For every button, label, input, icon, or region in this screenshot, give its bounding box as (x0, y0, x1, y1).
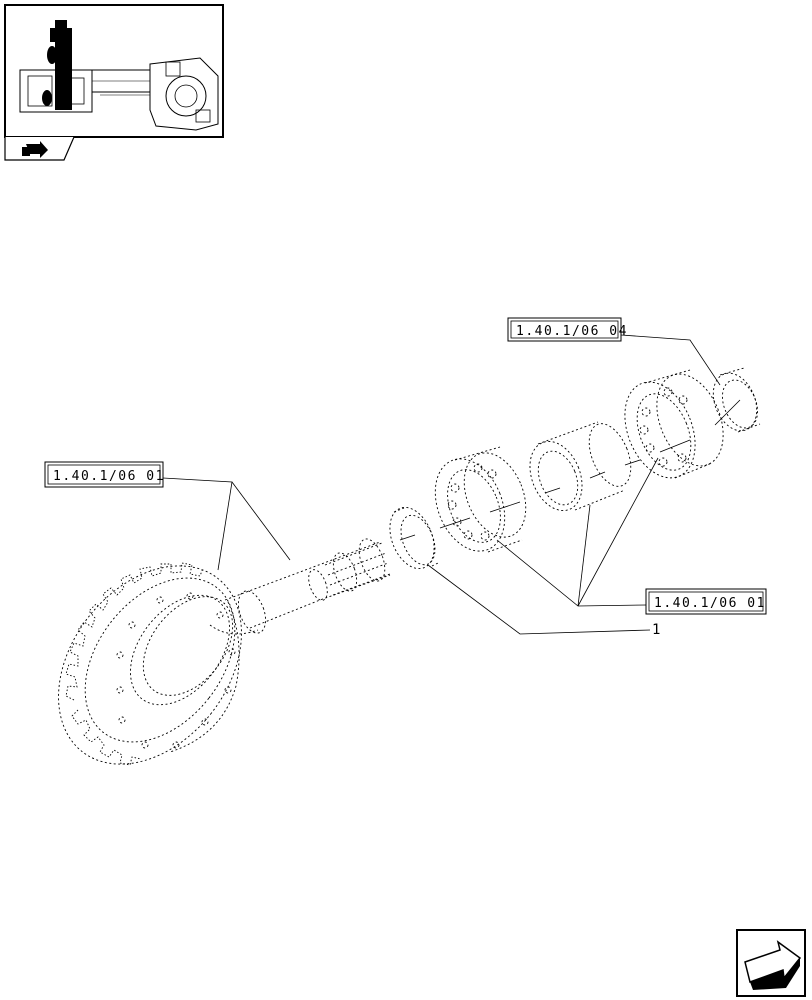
next-page-arrow-icon (744, 940, 802, 990)
back-nav-tab[interactable] (4, 136, 75, 161)
reference-label-top-right: 1.40.1/06 04 (516, 324, 628, 339)
back-arrow-icon (22, 141, 48, 158)
pinion-shaft (209, 538, 391, 635)
inner-bearing (434, 446, 527, 553)
end-ring (712, 367, 761, 433)
axle-assembly-thumbnail (19, 20, 219, 131)
leader-lines (162, 334, 721, 635)
reference-box-right[interactable]: 1.40.1/06 01 (645, 588, 767, 615)
gear-teeth (65, 562, 204, 766)
reference-label-left: 1.40.1/06 01 (53, 469, 165, 484)
bolt-holes (116, 592, 236, 749)
assembly-axis (399, 399, 741, 541)
spacer-sleeve (529, 421, 632, 512)
next-page-button[interactable] (736, 929, 806, 997)
outer-bearing (624, 369, 724, 479)
callout-item-1: 1 (652, 622, 660, 638)
shim-washer (389, 506, 441, 570)
reference-box-left[interactable]: 1.40.1/06 01 (44, 461, 165, 488)
reference-box-top-right[interactable]: 1.40.1/06 04 (507, 317, 628, 342)
reference-label-right: 1.40.1/06 01 (654, 596, 766, 611)
ring-gear (58, 562, 242, 766)
thumbnail-panel[interactable] (4, 4, 224, 138)
